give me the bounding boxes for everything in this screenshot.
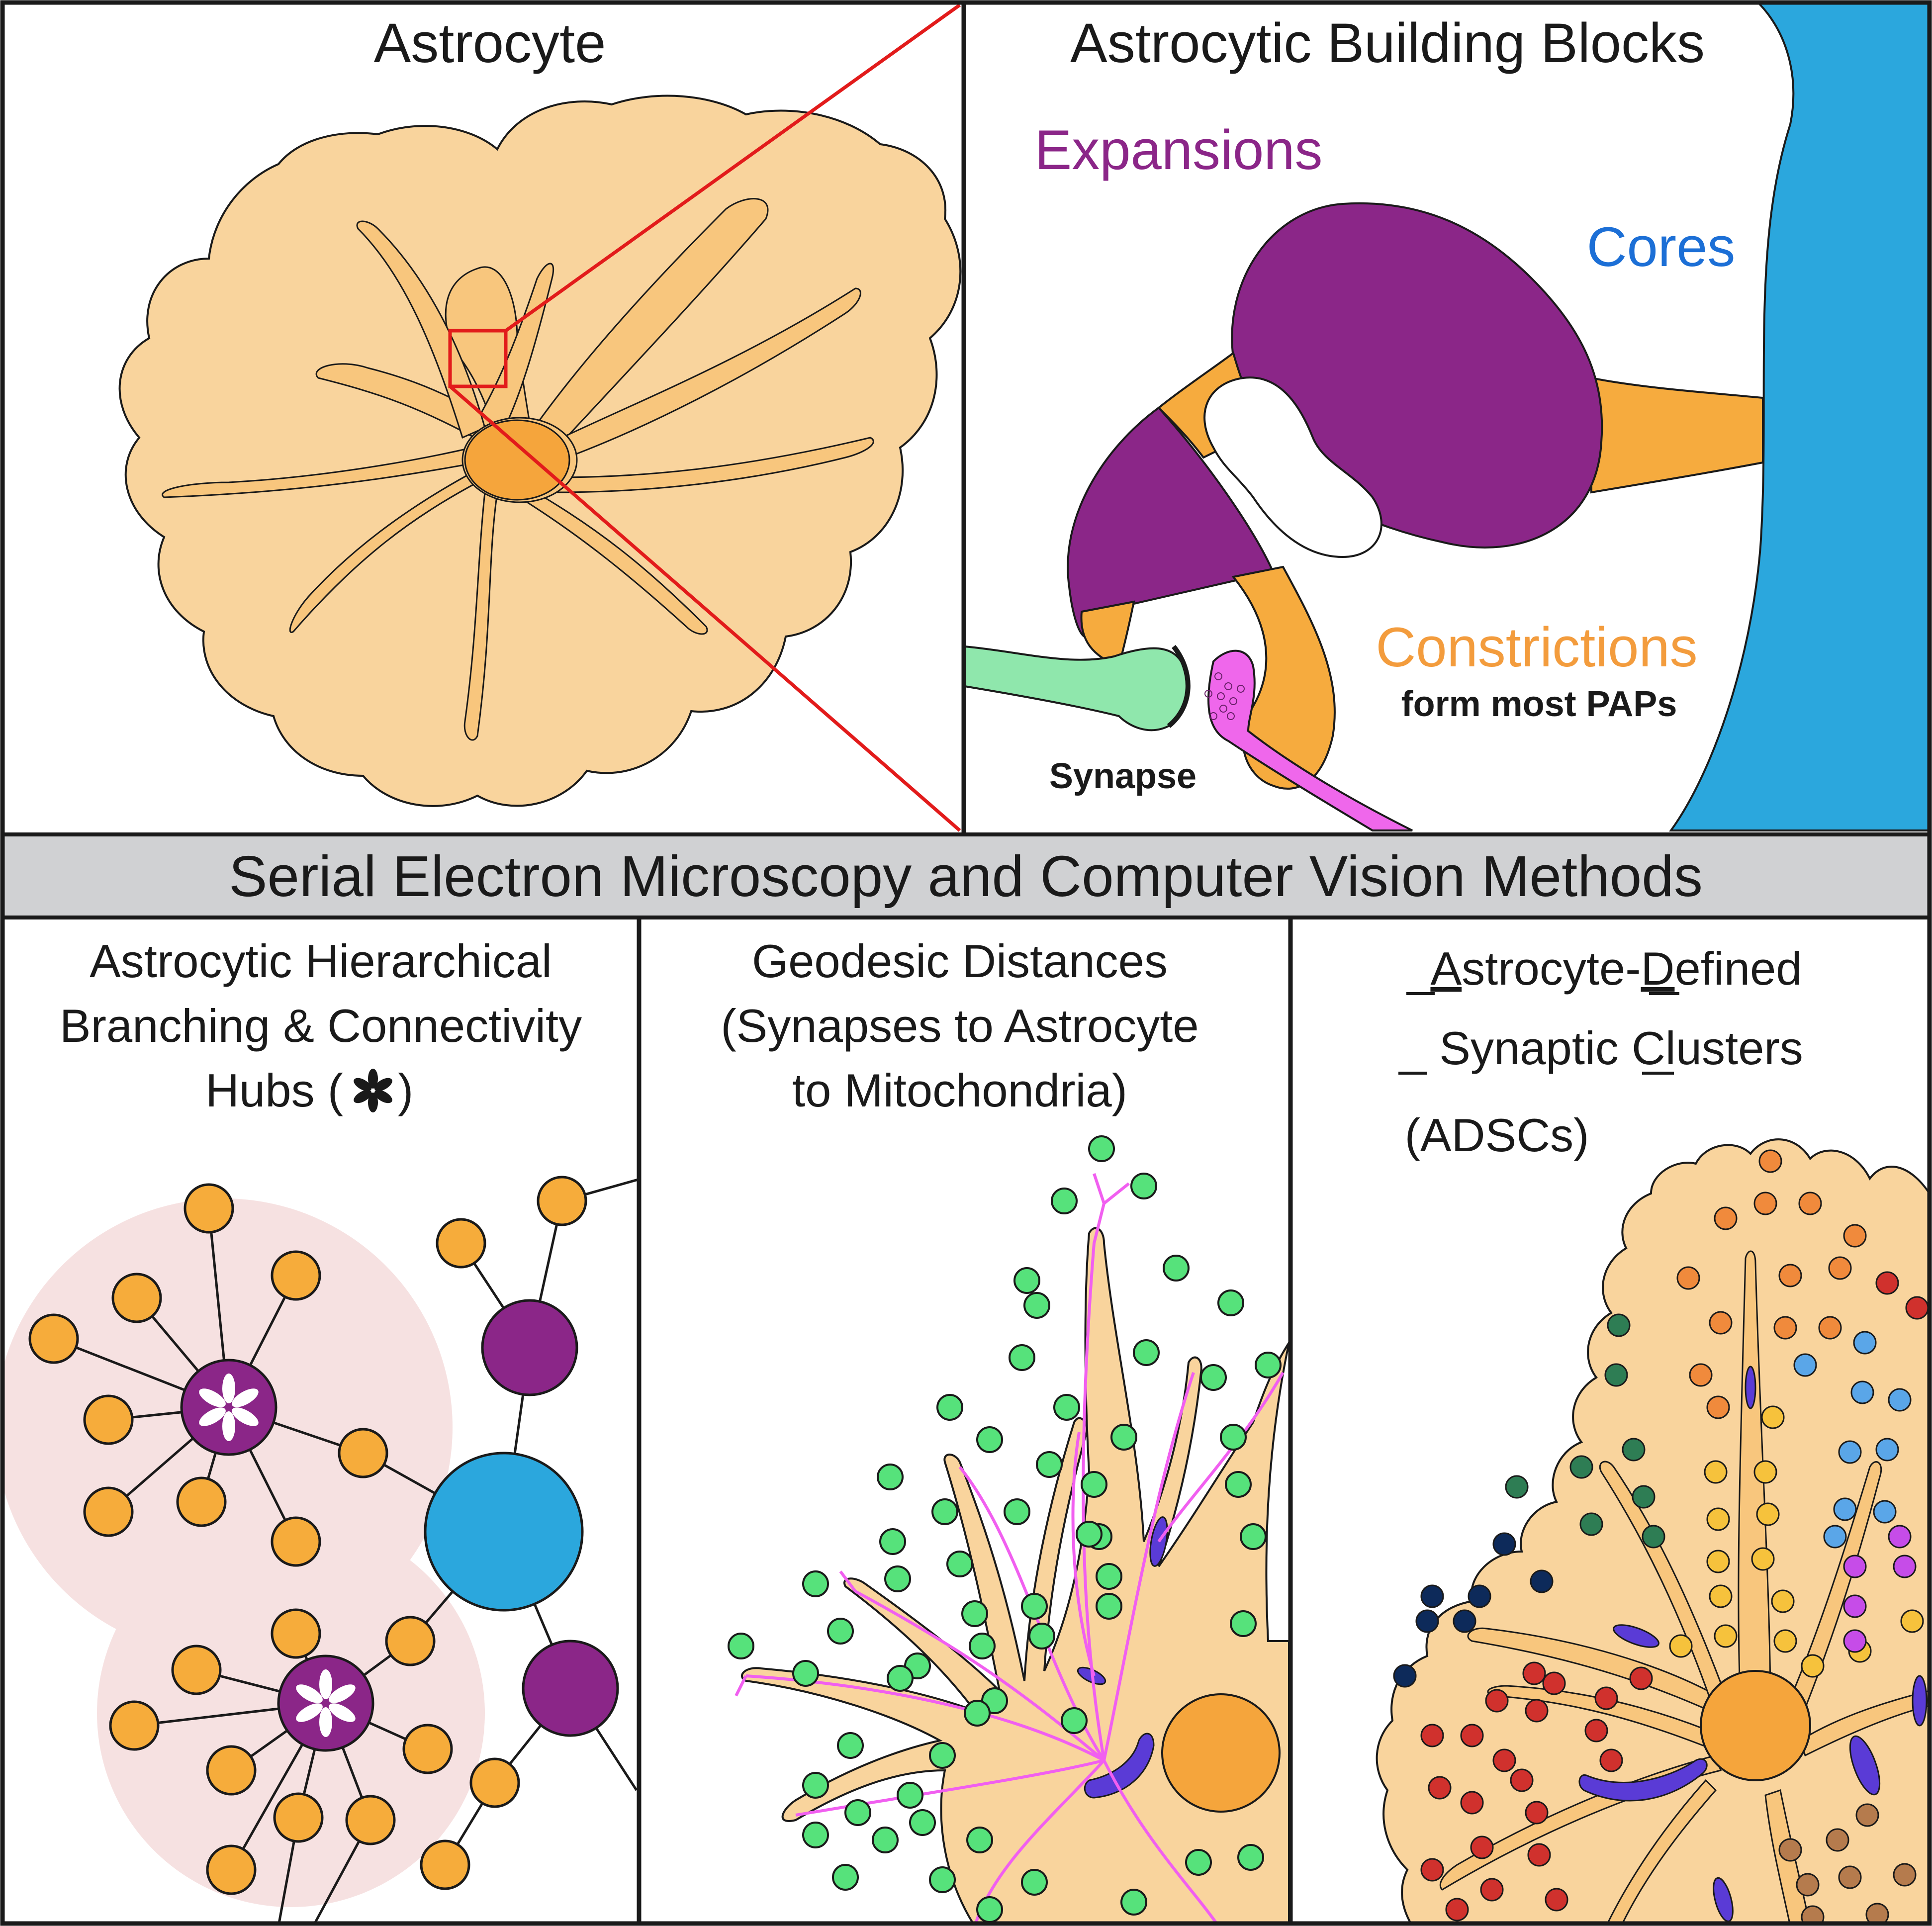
- constriction-core: [1590, 376, 1764, 494]
- hubs-title-line2: Branching & Connectivity: [60, 1000, 582, 1052]
- expansion-lower: [1067, 406, 1275, 639]
- synaptic-cleft: [1167, 644, 1191, 728]
- paps-note: form most PAPs: [1401, 684, 1677, 724]
- astrocyte-nucleus: [464, 419, 570, 501]
- hubs-title-line3-end: ): [398, 1064, 413, 1116]
- expansion-hole: [1203, 376, 1382, 558]
- adsc-title-line1: Astrocyte-Defined: [1430, 942, 1802, 995]
- blocks-title: Astrocytic Building Blocks: [1070, 12, 1705, 74]
- core-node: [424, 1452, 584, 1612]
- geodesic-title-line1: Geodesic Distances: [752, 935, 1168, 987]
- hub-node-upper: [180, 1359, 277, 1456]
- geodesic-nucleus: [1161, 1693, 1281, 1813]
- asterisk-icon: [354, 1069, 392, 1112]
- constriction-pap: [1231, 565, 1336, 790]
- presynaptic-terminal: [964, 645, 1189, 732]
- adsc-synapse-clusters: [1393, 1149, 1929, 1924]
- panel-astrocyte: Astrocyte: [118, 3, 962, 832]
- geodesic-title-line3: to Mitochondria): [792, 1064, 1127, 1116]
- astrocyte-title: Astrocyte: [374, 12, 606, 74]
- adsc-letter-a: A: [1430, 942, 1462, 995]
- hub-node-lower: [277, 1654, 374, 1752]
- panel-geodesic: Geodesic Distances (Synapses to Astrocyt…: [721, 935, 1289, 1924]
- adsc-title-line3: (ADSCs): [1405, 1109, 1589, 1161]
- adsc-mitochondria: [1578, 1366, 1928, 1923]
- adsc-nucleus: [1700, 1670, 1811, 1781]
- methods-banner: [0, 832, 1932, 919]
- hubs-title-line1: Astrocytic Hierarchical: [90, 935, 552, 987]
- synapse-label: Synapse: [1049, 756, 1196, 796]
- adsc-letter-s: S: [1439, 1022, 1471, 1074]
- adsc-letter-c: C: [1632, 1022, 1665, 1074]
- constrictions-label: Constrictions: [1376, 616, 1697, 678]
- branch-node-bottom: [522, 1640, 619, 1737]
- zoom-box: [448, 329, 508, 388]
- geodesic-title-line2: (Synapses to Astrocyte: [721, 1000, 1198, 1052]
- panel-building-blocks: Astrocytic Building Blocks Expansions Co…: [964, 1, 1931, 831]
- dendritic-spine: [1207, 649, 1413, 831]
- panel-adsc: Astrocyte-Defined Synaptic Clusters (ADS…: [1376, 942, 1930, 1924]
- geodesic-synapses: [728, 1135, 1282, 1923]
- expansions-label: Expansions: [1034, 119, 1322, 181]
- adsc-title-line2: Synaptic Clusters: [1439, 1022, 1803, 1074]
- branch-node-top: [481, 1299, 578, 1396]
- methods-banner-text: Serial Electron Microscopy and Computer …: [229, 844, 1703, 909]
- hub-leaf-nodes: [28, 1176, 587, 1895]
- zoom-line-bottom: [449, 385, 961, 832]
- hubs-title-line3: Hubs (: [205, 1064, 343, 1116]
- panel-hubs: Astrocytic Hierarchical Branching & Conn…: [4, 935, 638, 1924]
- adsc-letter-d: D: [1641, 942, 1675, 995]
- cores-label: Cores: [1587, 216, 1736, 278]
- asterisk-icon: [199, 1374, 356, 1737]
- synaptic-vesicles: [1204, 672, 1245, 720]
- zoom-line-top: [504, 3, 961, 332]
- astrocyte-processes: [162, 198, 874, 741]
